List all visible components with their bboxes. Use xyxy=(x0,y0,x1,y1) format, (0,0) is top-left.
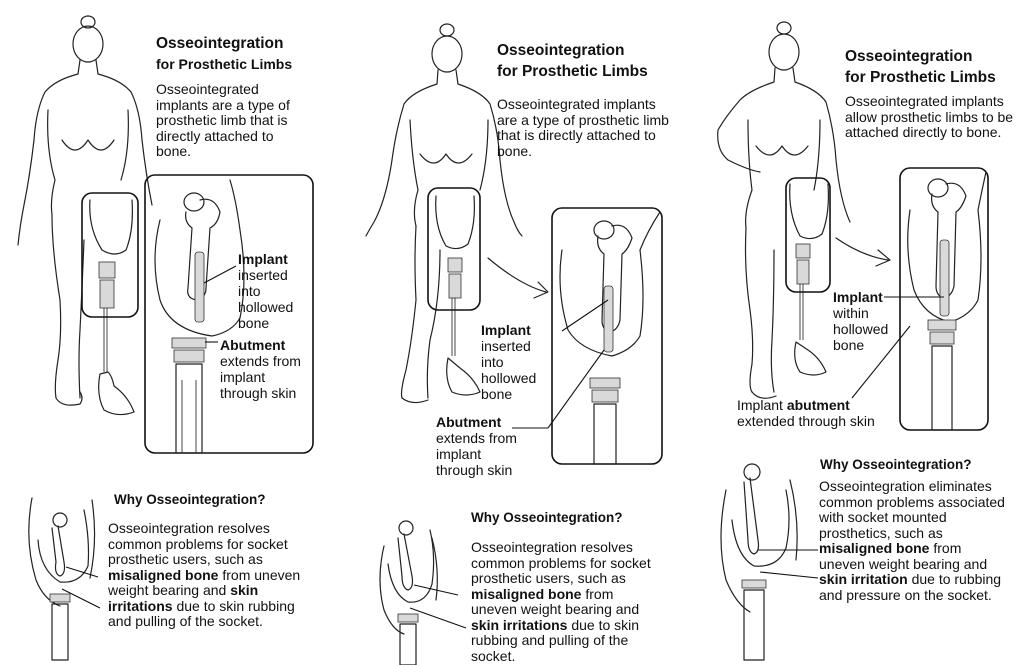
panel1-why-bold1: misaligned bone xyxy=(108,566,219,583)
panel1-implant-desc: inserted into hollowed bone xyxy=(238,267,294,331)
panel3-abutment-desc: extended through skin xyxy=(737,413,875,429)
panel1-abutment-desc: extends from implant through skin xyxy=(220,353,301,401)
panel1-why-pre: Osseointegration resolves common problem… xyxy=(108,520,288,567)
panel2-why-text: Osseointegration resolves common problem… xyxy=(471,539,661,664)
panel2-intro: Osseointegrated implants are a type of p… xyxy=(497,96,669,159)
panel2-implant-term: Implant xyxy=(481,322,531,338)
panel2-why-title: Why Osseointegration? xyxy=(471,510,623,525)
panel3-abutment-label: Implant abutment extended through skin xyxy=(737,397,897,429)
panel2-why-post: due to skin rubbing and pulling of the s… xyxy=(471,616,640,664)
panel1-detail-box xyxy=(144,174,314,454)
panel3-why-post: due to rubbing and pressure on the socke… xyxy=(819,571,1002,603)
panel2-abutment-label: Abutment extends from implant through sk… xyxy=(436,414,536,478)
panel1-why-title: Why Osseointegration? xyxy=(114,492,266,507)
panel1-why-bold2: skin irritations xyxy=(108,582,259,614)
panel3-abutment-pre: Implant xyxy=(737,397,783,413)
panel1-implant-label: Implant inserted into hollowed bone xyxy=(238,251,318,331)
panel1-title: Osseointegration for Prosthetic Limbs xyxy=(156,33,326,75)
panel1-why-drawing xyxy=(28,497,96,661)
panel1-abutment-term: Abutment xyxy=(220,337,286,353)
panel3-why-mid: from uneven weight bearing and xyxy=(819,540,988,572)
panel3-why-bold2: skin irritation xyxy=(819,571,908,587)
panel2-highlight-box xyxy=(427,187,481,311)
panel3-highlight-box xyxy=(785,177,831,293)
panel2-implant-label: Implant inserted into hollowed bone xyxy=(481,322,553,402)
panel3-title-line2: for Prosthetic Limbs xyxy=(845,69,996,86)
panel3-why-text: Osseointegration eliminates common probl… xyxy=(819,478,1009,603)
panel1-why-mid: from uneven weight bearing and xyxy=(108,566,301,598)
panel1-implant-term: Implant xyxy=(238,251,288,267)
panel2-arrow xyxy=(487,257,547,293)
panel2-why-bold1: misaligned bone xyxy=(471,585,582,602)
panel2-abutment-desc: extends from implant through skin xyxy=(436,430,517,478)
panel3-why-pre: Osseointegration eliminates common probl… xyxy=(819,478,1005,541)
panel2-title-line1: Osseointegration xyxy=(497,42,625,59)
panel2-why-mid: from uneven weight bearing and xyxy=(471,585,640,617)
panel1-why-text: Osseointegration resolves common problem… xyxy=(108,520,308,630)
panel3-abutment-term: abutment xyxy=(786,397,850,413)
panel2-why-drawing xyxy=(379,520,438,665)
panel1-title-line1: Osseointegration xyxy=(156,35,284,52)
panel2-abutment-term: Abutment xyxy=(436,414,502,430)
panel2-implant-desc: inserted into hollowed bone xyxy=(481,338,537,402)
panel3-implant-label: Implant within hollowed bone xyxy=(833,289,895,353)
panel1-figure xyxy=(17,15,153,416)
panel1-abutment-label: Abutment extends from implant through sk… xyxy=(220,337,312,401)
panel2-detail-drawing xyxy=(559,211,661,465)
panel2-why-bold2: skin irritations xyxy=(471,616,568,633)
panel2-title-line2: for Prosthetic Limbs xyxy=(497,63,648,80)
panel3-why-drawing xyxy=(720,463,798,661)
panel3-implant-desc: within hollowed bone xyxy=(833,305,889,353)
panel1-detail-drawing xyxy=(154,179,245,454)
panel3-title-line1: Osseointegration xyxy=(845,48,973,65)
panel3-implant-term: Implant xyxy=(833,289,883,305)
panel2-figure xyxy=(365,23,523,404)
panel3-intro: Osseointegrated implants allow prostheti… xyxy=(845,93,1014,140)
panel2-why-pre: Osseointegration resolves common problem… xyxy=(471,539,651,586)
panel1-highlight-box xyxy=(81,192,139,318)
panel3-why-title: Why Osseointegration? xyxy=(820,457,972,472)
panel3-title: Osseointegration for Prosthetic Limbs xyxy=(845,46,1020,88)
panel1-intro: Osseointegrated implants are a type of p… xyxy=(156,81,290,159)
panel3-detail-drawing xyxy=(907,171,987,431)
panel1-why-post: due to skin rubbing and pulling of the s… xyxy=(108,597,295,629)
panel2-title: Osseointegration for Prosthetic Limbs xyxy=(497,40,687,82)
panel3-why-bold1: misaligned bone xyxy=(819,540,930,556)
panel3-arrow xyxy=(835,237,889,261)
panel3-figure xyxy=(717,21,851,399)
panel1-title-line2: for Prosthetic Limbs xyxy=(156,56,293,72)
